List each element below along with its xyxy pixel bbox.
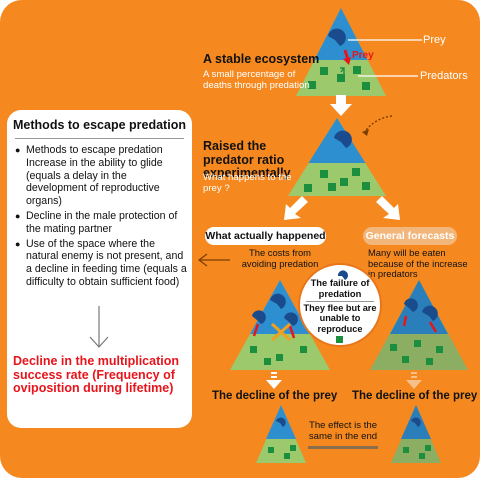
panel-divider — [15, 138, 184, 139]
down-arrow-icon — [266, 372, 282, 389]
cost-caption: The costs from avoiding predation — [241, 247, 319, 269]
raised-ratio-pyramid — [288, 118, 386, 196]
forecast-final-pyramid — [391, 405, 441, 463]
method-item: Methods to escape predation Increase in … — [15, 144, 187, 208]
down-arrow-icon — [406, 372, 422, 389]
failure-title: The failure of predation — [310, 277, 370, 299]
left-arrow-icon — [198, 253, 230, 267]
stable-ecosystem-pyramid — [296, 8, 386, 96]
forecast-caption: Many will be eaten because of the increa… — [368, 247, 468, 280]
bubble-divider — [306, 301, 374, 302]
down-right-arrow-icon — [376, 196, 400, 220]
multiplication-decline-result: Decline in the multiplication success ra… — [13, 354, 179, 395]
actual-outcome-label: The decline of the prey — [212, 390, 338, 402]
forecast-pyramid — [370, 280, 468, 370]
prey-arrow-label: Prey — [352, 50, 374, 61]
method-item: Use of the space where the natural enemy… — [15, 238, 187, 289]
down-arrow-icon — [330, 95, 352, 116]
method-item: Decline in the male protection of the ma… — [15, 210, 187, 236]
predator-icon — [320, 67, 328, 75]
stable-ecosystem-caption: A small percentage of deaths through pre… — [203, 69, 310, 91]
prey-icon — [337, 270, 348, 280]
dotted-arrow-icon — [362, 115, 393, 136]
equals-underline — [308, 446, 378, 449]
failure-body: They flee but are unable to reproduce — [303, 303, 377, 334]
prey-icon — [328, 28, 346, 46]
raised-ratio-title: Raised the predator ratio experimentally — [203, 139, 291, 180]
raised-ratio-caption: What happens to the prey ? — [203, 172, 292, 194]
predators-pointer-line — [358, 75, 418, 77]
general-forecasts-label: General forecasts — [363, 227, 457, 245]
down-left-arrow-icon — [284, 196, 308, 220]
methods-panel-title: Methods to escape predation — [13, 118, 186, 132]
predators-label: Predators — [420, 70, 468, 82]
prey-label: Prey — [423, 34, 446, 46]
methods-panel: Methods to escape predation Methods to e… — [7, 110, 192, 428]
methods-list: Methods to escape predation Increase in … — [15, 144, 187, 291]
failure-of-predation-bubble: The failure of predation They flee but a… — [298, 263, 382, 347]
actual-pyramid — [230, 280, 330, 370]
same-effect-caption: The effect is the same in the end — [308, 420, 378, 442]
forecast-outcome-label: The decline of the prey — [352, 390, 478, 402]
down-arrow-icon — [89, 306, 109, 348]
stable-ecosystem-title: A stable ecosystem — [203, 52, 320, 66]
prey-pointer-line — [348, 39, 422, 41]
actual-final-pyramid — [256, 405, 306, 463]
what-actually-happened-label: What actually happened — [205, 227, 326, 245]
predator-icon — [336, 336, 343, 343]
